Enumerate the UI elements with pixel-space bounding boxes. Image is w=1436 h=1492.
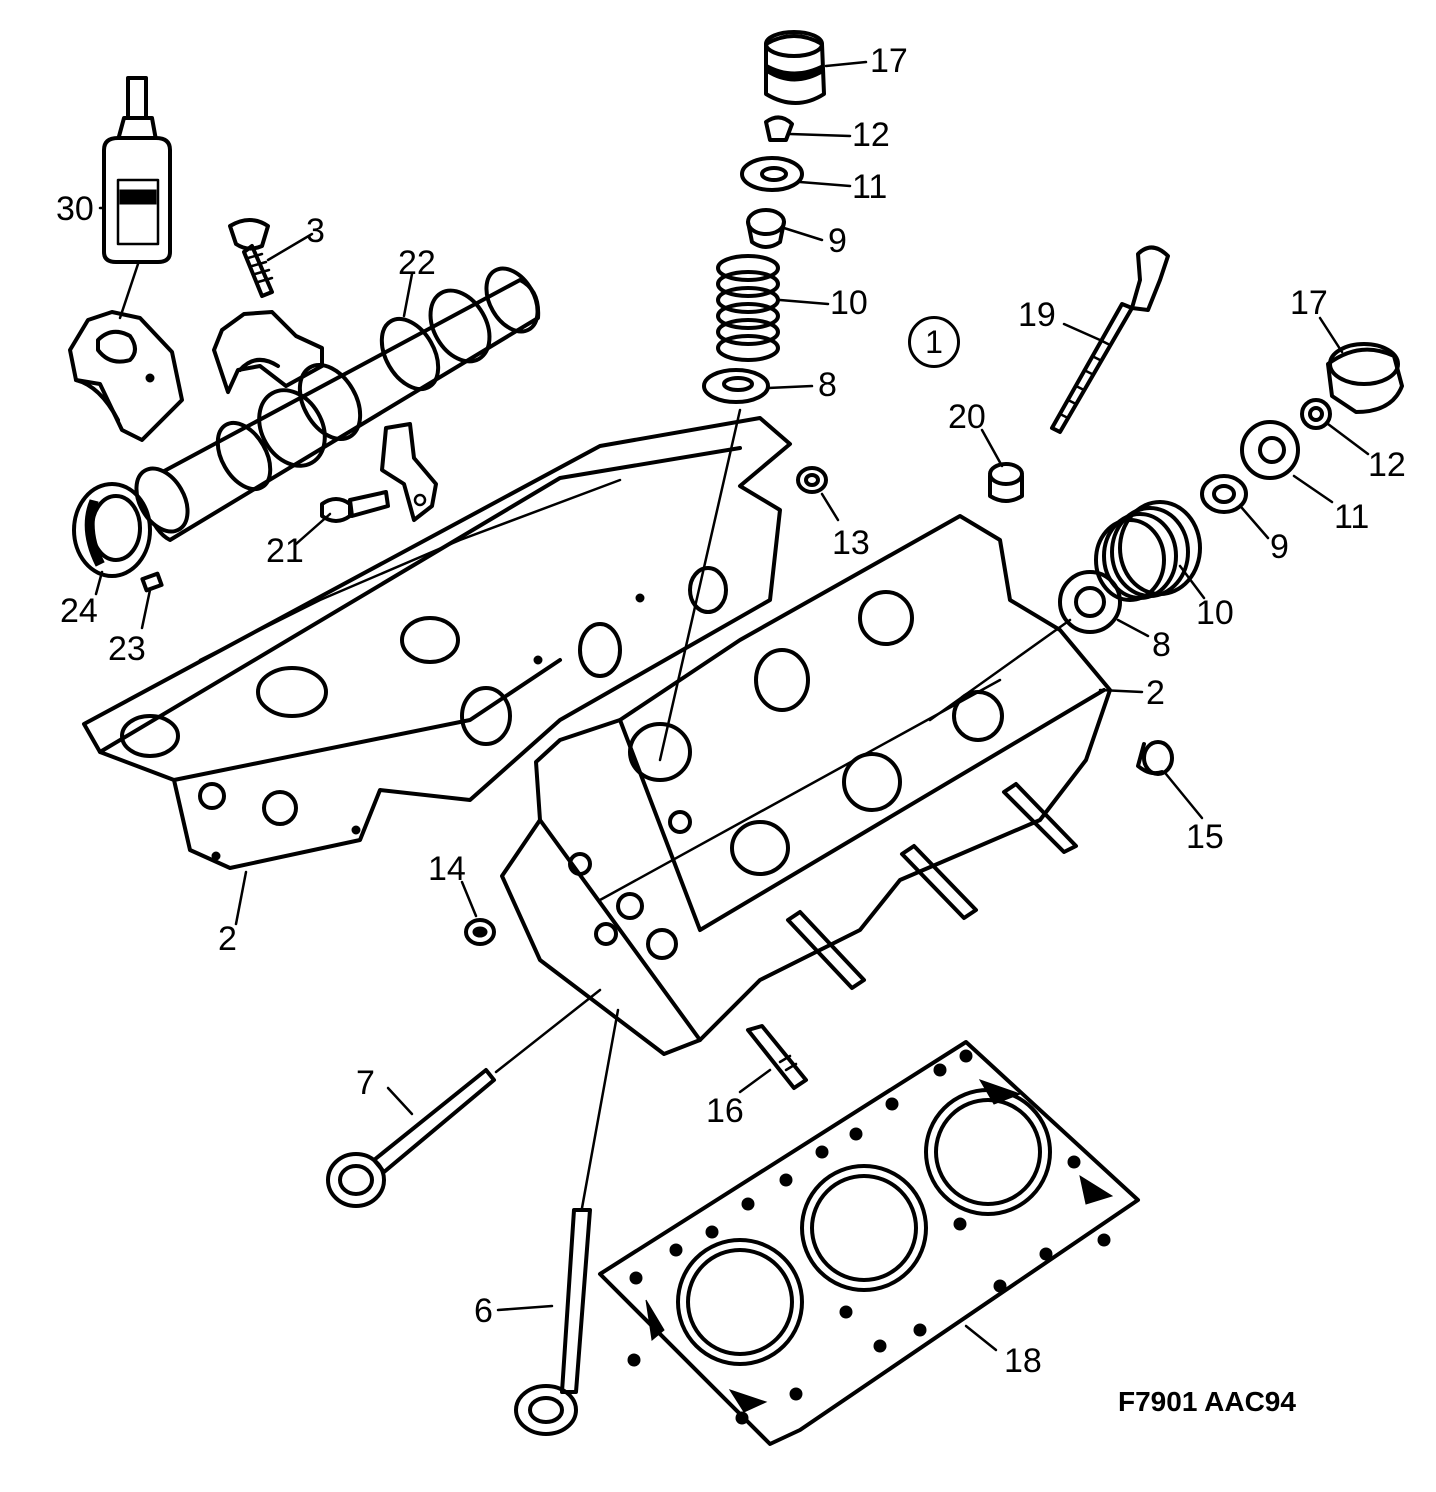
assembly-marker: 1	[908, 316, 960, 368]
valve-collets-top	[764, 115, 794, 142]
head-gasket	[598, 1040, 1140, 1446]
callout-3: 3	[306, 212, 325, 250]
callout-8-right: 8	[1152, 626, 1171, 664]
seal-ring	[72, 482, 152, 578]
spring-seat-right	[1058, 570, 1122, 634]
valve-collets-right	[1300, 398, 1332, 430]
cylinder-head-right	[500, 514, 1112, 1056]
inlet-valve	[514, 1208, 592, 1436]
exhaust-valve	[326, 1068, 496, 1208]
valve-stem-seal-right	[1200, 474, 1248, 514]
callout-2-right: 2	[1146, 674, 1165, 712]
stud	[746, 1024, 808, 1090]
callout-18: 18	[1004, 1342, 1042, 1380]
tappet-top	[764, 30, 826, 105]
callout-9-right: 9	[1270, 528, 1289, 566]
callout-23: 23	[108, 630, 146, 668]
callout-leaders	[94, 60, 1370, 1352]
spring-retainer-top	[740, 156, 804, 192]
guide-line-7	[494, 988, 602, 1074]
woodruff-key	[140, 571, 164, 593]
valve-guide	[1136, 740, 1174, 776]
callout-12-right: 12	[1368, 446, 1406, 484]
callout-22: 22	[398, 244, 436, 282]
callout-2-left: 2	[218, 920, 237, 958]
callout-15: 15	[1186, 818, 1224, 856]
figure-code: F7901 AAC94	[1118, 1386, 1296, 1417]
bolt-21	[320, 490, 390, 523]
head-bolt	[1050, 245, 1170, 434]
callout-20: 20	[948, 398, 986, 436]
callout-13: 13	[832, 524, 870, 562]
callout-6: 6	[474, 1292, 493, 1330]
callout-21: 21	[266, 532, 304, 570]
nut	[464, 918, 496, 946]
callout-12-top: 12	[852, 116, 890, 154]
bearing-cap-2	[212, 310, 324, 394]
spring-retainer-right	[1240, 420, 1300, 480]
callout-14: 14	[428, 850, 466, 888]
sealant-bottle	[102, 76, 172, 264]
guide-line-valve-top	[658, 408, 742, 762]
callout-24: 24	[60, 592, 98, 630]
guide-line-6	[580, 1008, 620, 1210]
spring-seat-top	[702, 368, 770, 404]
callout-17-top: 17	[870, 42, 908, 80]
callout-7: 7	[356, 1064, 375, 1102]
guide-line-valve-right	[928, 618, 1072, 722]
callout-10-right: 10	[1196, 594, 1234, 632]
tappet-right	[1326, 342, 1404, 414]
callout-17-right: 17	[1290, 284, 1328, 322]
callout-11-right: 11	[1334, 498, 1370, 536]
bearing-cap	[68, 310, 184, 442]
callout-16: 16	[706, 1092, 744, 1130]
bracket	[380, 422, 438, 522]
bush	[988, 462, 1024, 503]
callout-19: 19	[1018, 296, 1056, 334]
callout-9-top: 9	[828, 222, 847, 260]
cylinder-head-left	[82, 416, 792, 870]
valve-spring-right	[1094, 500, 1202, 602]
valve-stem-seal-top	[746, 208, 786, 249]
callout-8-top: 8	[818, 366, 837, 404]
valve-spring-top	[716, 254, 780, 362]
cap-bolt	[228, 218, 274, 298]
washer	[796, 466, 828, 494]
callout-30: 30	[56, 190, 94, 228]
callout-11-top: 11	[852, 168, 888, 206]
callout-10-top: 10	[830, 284, 868, 322]
